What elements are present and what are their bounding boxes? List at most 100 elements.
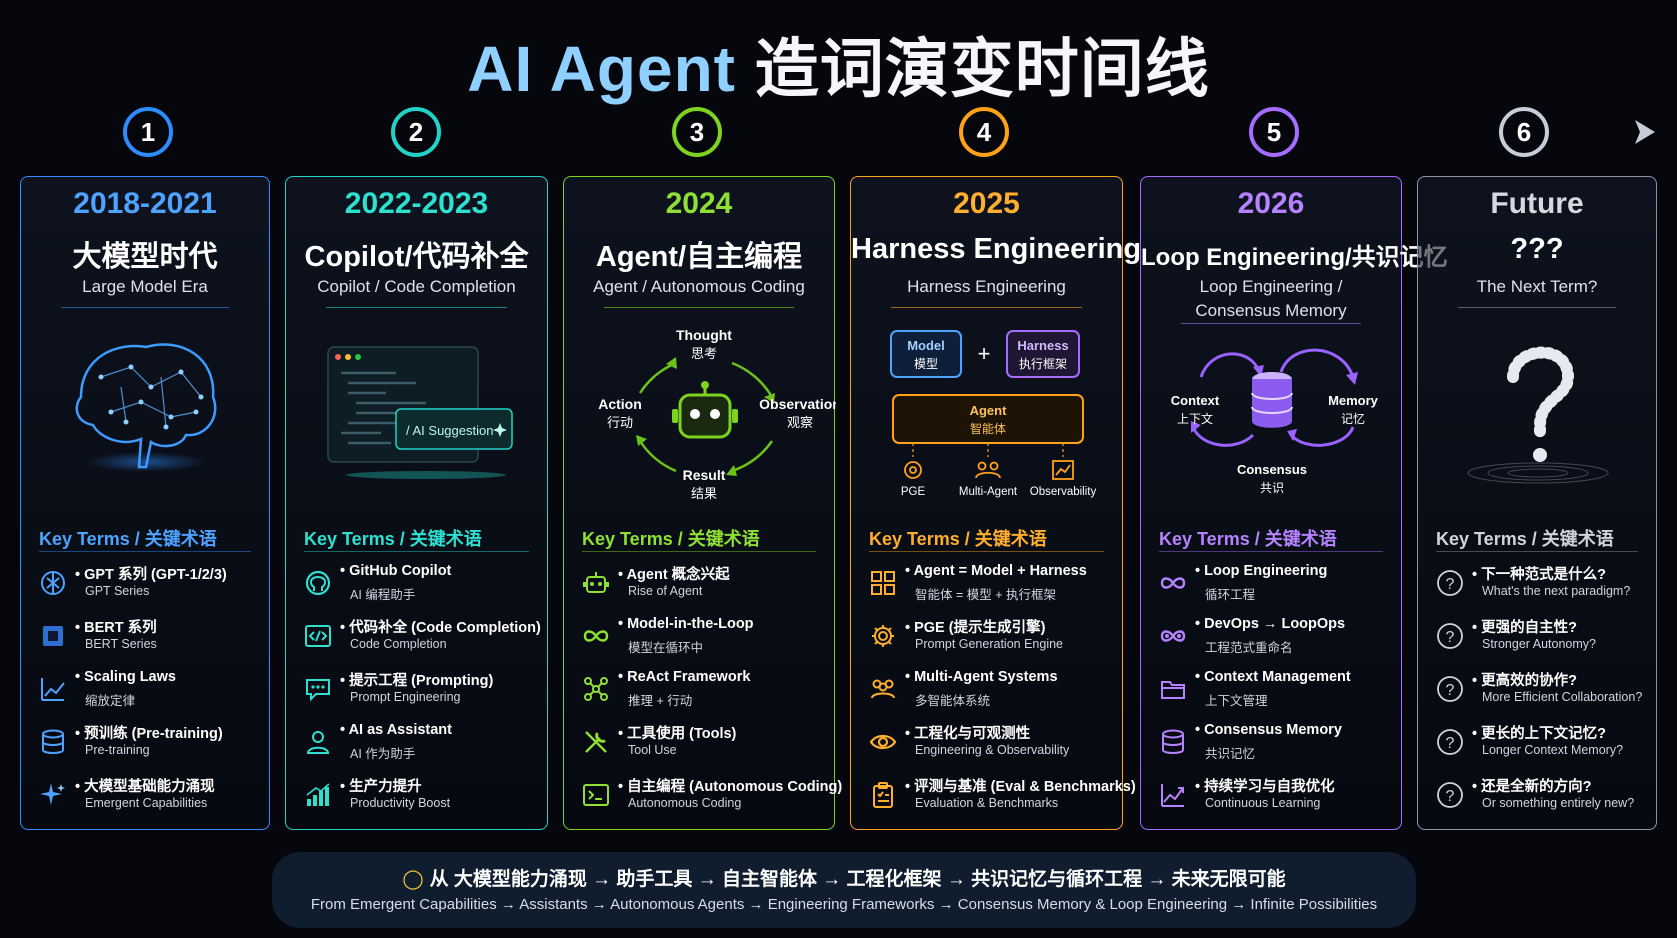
harness-box — [1006, 330, 1080, 378]
term-subtitle: GPT Series — [85, 584, 150, 598]
term-item: • 预训练 (Pre-training) Pre-training — [39, 720, 261, 773]
term-subtitle: Prompt Generation Engine — [915, 637, 1064, 651]
cycle-observation: Observation — [759, 396, 836, 412]
divider — [869, 551, 1104, 552]
term-title: • GPT 系列 (GPT-1/2/3) — [75, 567, 227, 583]
card-2024: 2024 Agent/自主编程 Agent / Autonomous Codin… — [563, 176, 842, 830]
chip-icon — [43, 626, 63, 646]
card-title-en: Agent / Autonomous Coding — [593, 277, 805, 296]
card-2018-2021: 2018-2021 大模型时代 Large Model Era Key Term… — [20, 176, 270, 830]
chart-icon — [1052, 460, 1074, 480]
divider — [61, 307, 229, 308]
term-title: • 评测与基准 (Eval & Benchmarks) — [905, 779, 1136, 795]
question-icon: ? — [1437, 729, 1463, 755]
term-subtitle: 工程范式重命名 — [1205, 641, 1293, 655]
page-title: AI Agent 造词演变时间线 — [0, 18, 1677, 110]
divider — [1159, 551, 1383, 552]
term-subtitle: Code Completion — [350, 637, 447, 651]
term-subtitle: Tool Use — [628, 743, 677, 757]
term-subtitle: 多智能体系统 — [915, 694, 991, 708]
card-2022-2023: 2022-2023 Copilot/代码补全 Copilot / Code Co… — [285, 176, 548, 830]
svg-text:?: ? — [1446, 735, 1455, 752]
term-item: • AI as Assistant AI 作为助手 — [304, 720, 539, 773]
card-2025: 2025 Harness Engineering Harness Enginee… — [850, 176, 1142, 830]
timeline-node-6: 6 — [1499, 107, 1549, 157]
eye-icon — [869, 734, 897, 750]
team-icon — [871, 679, 895, 699]
timeline-node-2: 2 — [391, 107, 441, 157]
term-item: • 大模型基础能力涌现 Emergent Capabilities — [39, 773, 261, 826]
term-subtitle: Or something entirely new? — [1482, 796, 1635, 810]
multi-agent-label: Multi-Agent — [959, 486, 1018, 498]
loop-context: Context — [1171, 393, 1220, 408]
summary-footer: ◯从 大模型能力涌现 → 助手工具 → 自主智能体 → 工程化框架 → 共识记忆… — [272, 852, 1416, 928]
divider — [1458, 307, 1616, 308]
card-title-zh: Harness Engineering — [851, 233, 1142, 265]
card-title-en: Loop Engineering / Consensus Memory — [1195, 277, 1347, 320]
term-subtitle: Productivity Boost — [350, 796, 451, 810]
term-title: • Scaling Laws — [75, 669, 176, 685]
agent-label-zh: 智能体 — [970, 421, 1006, 436]
code-editor-illustration: / AI Suggestion — [327, 346, 513, 479]
term-title: • Loop Engineering — [1195, 563, 1328, 579]
terms-list: • Agent 概念兴起 Rise of Agent • Model-in-th… — [582, 561, 842, 826]
term-item: ? • 下一种范式是什么? What's the next paradigm? — [1436, 561, 1648, 614]
timeline-arrowhead — [1635, 120, 1655, 144]
card-title-zh: Agent/自主编程 — [595, 241, 803, 273]
loop-memory: Memory — [1328, 393, 1379, 408]
term-title: • 提示工程 (Prompting) — [340, 673, 494, 689]
term-title: • PGE (提示生成引擎) — [905, 620, 1046, 636]
term-subtitle: Rise of Agent — [628, 584, 703, 598]
card-year: 2024 — [665, 187, 733, 220]
divider — [39, 551, 251, 552]
term-item: • 自主编程 (Autonomous Coding) Autonomous Co… — [582, 773, 842, 826]
lightbulb-icon: ◯ — [402, 869, 424, 890]
card-title-zh: Loop Engineering/共识记忆 — [1141, 244, 1448, 271]
sparkle-icon — [40, 783, 65, 805]
term-subtitle: AI 作为助手 — [350, 747, 416, 761]
term-title: • 工程化与可观测性 — [905, 726, 1031, 742]
model-box — [890, 330, 962, 378]
term-item: • Context Management 上下文管理 — [1159, 667, 1393, 720]
key-terms-heading: Key Terms / 关键术语 — [304, 529, 482, 549]
openai-icon — [41, 571, 65, 595]
question-icon: ? — [1437, 676, 1463, 702]
term-title: • 更高效的协作? — [1472, 673, 1577, 689]
term-title: • 更长的上下文记忆? — [1472, 726, 1606, 742]
term-subtitle: 共识记忆 — [1205, 747, 1256, 761]
term-title: • AI as Assistant — [340, 722, 452, 738]
ai-suggestion-text: / AI Suggestion — [406, 423, 493, 438]
model-label: Model — [907, 338, 945, 353]
loop-context-zh: 上下文 — [1177, 411, 1213, 426]
term-item: • Agent 概念兴起 Rise of Agent — [582, 561, 826, 614]
term-title: • 工具使用 (Tools) — [618, 726, 737, 742]
card-year: 2018-2021 — [73, 187, 217, 220]
card-title-zh: ??? — [1510, 233, 1564, 265]
question-icon: ? — [1437, 782, 1463, 808]
term-title: • Consensus Memory — [1195, 722, 1342, 738]
term-title: • 大模型基础能力涌现 — [75, 779, 215, 795]
term-subtitle: 缩放定律 — [85, 694, 136, 708]
code-icon — [305, 625, 331, 647]
term-subtitle: 推理 + 行动 — [628, 694, 693, 708]
term-title: • 持续学习与自我优化 — [1195, 779, 1335, 795]
chat-icon — [306, 679, 330, 702]
card-2026: 2026 Loop Engineering/共识记忆 Loop Engineer… — [1140, 176, 1448, 830]
chart-icon — [41, 678, 65, 701]
term-item: • Multi-Agent Systems 多智能体系统 — [869, 667, 1114, 720]
cycle-action-zh: 行动 — [607, 415, 633, 430]
divider — [582, 551, 816, 552]
question-icon: ? — [1437, 570, 1463, 596]
term-subtitle: Continuous Learning — [1205, 796, 1321, 810]
term-subtitle: Engineering & Observability — [915, 743, 1070, 757]
term-item: ? • 更高效的协作? More Efficient Collaboration… — [1436, 667, 1648, 720]
term-subtitle: AI 编程助手 — [350, 588, 416, 602]
growth-icon — [1161, 784, 1184, 807]
card-title-en: Large Model Era — [82, 277, 208, 296]
card-title-en: Copilot / Code Completion — [317, 277, 516, 296]
plus-sign: + — [978, 341, 991, 366]
divider — [1436, 551, 1638, 552]
card-title-zh: 大模型时代 — [72, 241, 218, 273]
term-title: • ReAct Framework — [618, 669, 751, 685]
term-item: • 持续学习与自我优化 Continuous Learning — [1159, 773, 1393, 826]
